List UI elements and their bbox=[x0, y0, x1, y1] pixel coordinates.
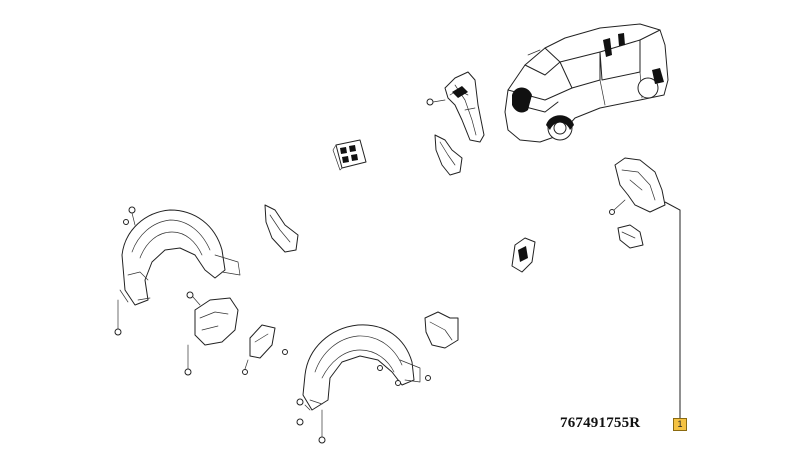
bracket-assembly bbox=[184, 291, 239, 376]
callout-badge[interactable]: 1 bbox=[673, 418, 687, 431]
rear-liner-right bbox=[609, 157, 666, 215]
mud-flap-middle-left bbox=[264, 204, 299, 253]
callout-leader-line bbox=[664, 201, 681, 418]
vent-grille-part bbox=[332, 139, 367, 171]
front-liner-bottom bbox=[296, 324, 431, 444]
mud-flap-upper bbox=[434, 134, 463, 176]
trim-piece bbox=[242, 324, 288, 375]
small-bracket bbox=[511, 237, 536, 273]
front-liner-left bbox=[114, 206, 241, 336]
mud-flap-right bbox=[617, 224, 644, 249]
rear-liner-upper bbox=[426, 71, 485, 143]
mud-flap-bottom bbox=[424, 311, 459, 349]
part-number-label: 767491755R bbox=[560, 415, 641, 431]
van-illustration bbox=[504, 23, 669, 143]
